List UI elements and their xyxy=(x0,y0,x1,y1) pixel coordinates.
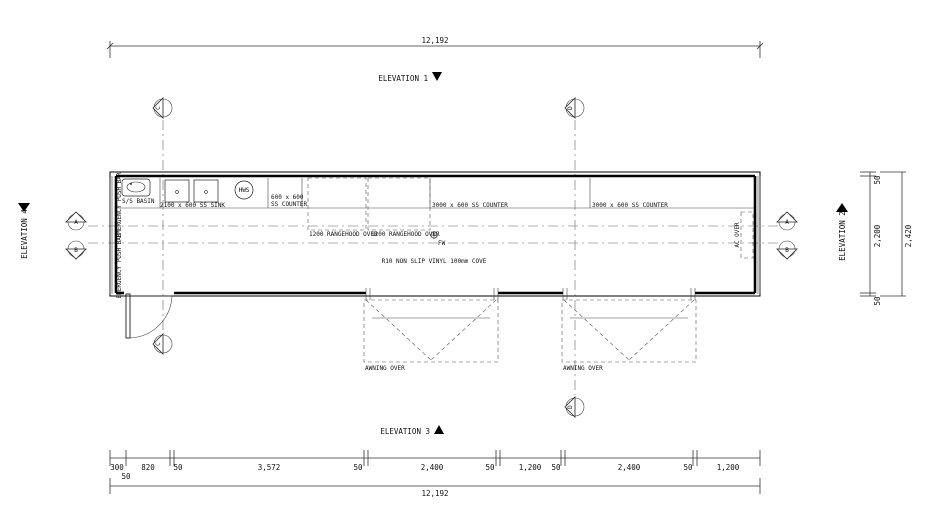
elevation-3-marker: ELEVATION 3 xyxy=(380,425,444,436)
awning-1: AWNING OVER xyxy=(363,299,499,372)
ac-label: AC OVER xyxy=(734,222,741,248)
bottom-overall-dimension: 12,192 xyxy=(109,478,761,498)
section-marker-a-right: A xyxy=(776,211,798,231)
svg-text:50: 50 xyxy=(353,463,363,472)
faucet-icon xyxy=(130,183,132,185)
emergency-push-bar-label-2: EMERGENCY PUSH BAR xyxy=(116,233,123,298)
section-marker-c-top: C xyxy=(152,97,173,119)
elevation-1-marker: ELEVATION 1 xyxy=(378,72,442,83)
drain-icon xyxy=(175,190,179,194)
top-overall-dimension-label: 12,192 xyxy=(421,36,448,45)
sink: 2100 x 600 SS SINK xyxy=(160,179,225,209)
svg-text:2,200: 2,200 xyxy=(873,224,882,247)
triangle-down-icon xyxy=(18,203,30,212)
svg-text:1,200: 1,200 xyxy=(717,463,740,472)
awning-2: AWNING OVER xyxy=(561,299,697,372)
svg-text:50: 50 xyxy=(485,463,495,472)
svg-text:2,400: 2,400 xyxy=(618,463,641,472)
bottom-overall-dimension-label: 12,192 xyxy=(421,489,448,498)
svg-text:50: 50 xyxy=(873,296,882,306)
svg-text:D: D xyxy=(567,405,574,409)
svg-text:820: 820 xyxy=(141,463,155,472)
svg-text:50: 50 xyxy=(873,175,882,185)
counter-3000-label-2: 3000 x 600 SS COUNTER xyxy=(592,202,668,209)
ac-over: AC OVER xyxy=(734,211,754,259)
awning-2-label: AWNING OVER xyxy=(563,365,603,372)
triangle-down-icon xyxy=(432,72,442,81)
elevation-1-label: ELEVATION 1 xyxy=(378,74,428,83)
section-marker-a-left: A xyxy=(65,211,87,231)
container-walls xyxy=(109,171,761,300)
bottom-dimension-string: 300 820 50 3,572 50 2,400 50 1,200 50 2,… xyxy=(109,450,761,481)
svg-text:300: 300 xyxy=(110,463,124,472)
rangehood-2-label: 1200 RANGEHOOD OVER xyxy=(371,231,440,238)
awning-1-label: AWNING OVER xyxy=(365,365,405,372)
basin: S/S BASIN xyxy=(121,178,155,205)
emergency-push-bar-label-1: EMERGENCY PUSH BAR xyxy=(116,172,123,237)
floor-finish-label: R10 NON SLIP VINYL 100mm COVE xyxy=(382,258,487,265)
svg-text:50: 50 xyxy=(551,463,561,472)
drain-icon xyxy=(204,190,208,194)
svg-text:A: A xyxy=(74,219,78,226)
elevation-2-label: ELEVATION 2 xyxy=(838,211,847,261)
svg-text:2,400: 2,400 xyxy=(421,463,444,472)
svg-text:B: B xyxy=(785,247,789,254)
elevation-4-marker: ELEVATION 4 xyxy=(18,203,30,259)
svg-text:A: A xyxy=(785,219,789,226)
svg-text:C: C xyxy=(155,342,162,346)
hws-label: HWS xyxy=(239,187,250,194)
rangehood-1-label: 1200 RANGEHOOD OVER xyxy=(309,231,378,238)
floor-waste-label: FW xyxy=(438,240,446,247)
section-marker-c-bottom: C xyxy=(152,333,173,355)
elevation-2-marker: ELEVATION 2 xyxy=(836,203,848,261)
svg-text:50: 50 xyxy=(683,463,693,472)
counter-600-label-2: SS COUNTER xyxy=(271,201,308,208)
section-marker-b-left: B xyxy=(65,240,87,260)
elevation-4-label: ELEVATION 4 xyxy=(20,209,29,259)
section-marker-b-right: B xyxy=(776,240,798,260)
counter-3000-label-1: 3000 x 600 SS COUNTER xyxy=(432,202,508,209)
sink-label: 2100 x 600 SS SINK xyxy=(160,202,225,209)
entry-door xyxy=(125,293,173,339)
triangle-up-icon xyxy=(836,203,848,212)
triangle-up-icon xyxy=(434,425,444,434)
svg-text:50: 50 xyxy=(173,463,183,472)
svg-text:C: C xyxy=(155,106,162,110)
counter-600-label-1: 600 x 600 xyxy=(271,194,304,201)
svg-text:2,420: 2,420 xyxy=(904,224,913,247)
svg-text:50: 50 xyxy=(121,472,131,481)
hot-water-system: HWS xyxy=(234,180,254,200)
floor-waste: FW xyxy=(430,231,446,247)
section-marker-d-top: D xyxy=(564,97,585,119)
svg-text:3,572: 3,572 xyxy=(258,463,281,472)
elevation-3-label: ELEVATION 3 xyxy=(380,427,430,436)
top-overall-dimension: 12,192 xyxy=(106,36,764,58)
svg-text:B: B xyxy=(74,247,78,254)
rangehoods: 1200 RANGEHOOD OVER 1200 RANGEHOOD OVER xyxy=(307,177,440,238)
svg-text:D: D xyxy=(567,106,574,110)
basin-label: S/S BASIN xyxy=(122,198,155,205)
svg-text:1,200: 1,200 xyxy=(519,463,542,472)
right-dimensions: 50 2,200 50 2,420 xyxy=(860,171,913,306)
section-marker-d-bottom: D xyxy=(564,396,585,418)
